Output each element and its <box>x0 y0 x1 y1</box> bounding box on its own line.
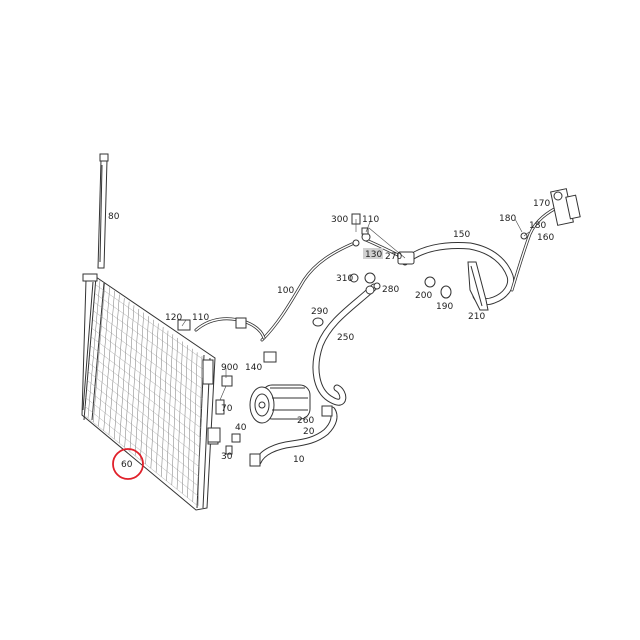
condenser-fins <box>83 279 205 507</box>
condenser-fin-line <box>145 319 154 465</box>
label-110-left: 110 <box>192 313 209 323</box>
condenser-fin-line <box>92 319 203 400</box>
label-150: 150 <box>453 230 470 240</box>
label-900: 900 <box>221 363 238 373</box>
label-290: 290 <box>311 307 328 317</box>
label-260: 260 <box>297 416 314 426</box>
label-190: 190 <box>436 302 453 312</box>
cover-210 <box>467 261 489 311</box>
label-10: 10 <box>293 455 305 465</box>
condenser-part <box>81 273 219 511</box>
pipe-100 <box>260 238 406 342</box>
label-80: 80 <box>108 212 120 222</box>
condenser-fin-line <box>88 362 201 448</box>
label-200: 200 <box>415 291 432 301</box>
condenser-fin-line <box>124 305 135 448</box>
hose-10 <box>249 405 338 467</box>
condenser-fin-line <box>87 371 201 458</box>
condenser-fin-line <box>176 341 183 490</box>
condenser-fin-line <box>150 323 159 469</box>
valves-and-switches <box>207 375 241 455</box>
label-100: 100 <box>277 286 294 296</box>
condenser-fin-line <box>182 345 188 494</box>
label-60-highlighted: 60 <box>121 460 133 470</box>
condenser-fin-line <box>171 337 178 486</box>
condenser-fin-line <box>197 355 203 507</box>
condenser-fin-line <box>95 284 205 361</box>
condenser-fin-line <box>187 348 193 498</box>
condenser-fin-line <box>119 301 130 444</box>
label-40: 40 <box>235 423 247 433</box>
label-300: 300 <box>331 215 348 225</box>
label-20: 20 <box>303 427 315 437</box>
label-170: 170 <box>533 199 550 209</box>
condenser-fin-line <box>192 352 198 502</box>
label-210: 210 <box>468 312 485 322</box>
condenser-fin-line <box>155 327 164 473</box>
compressor-part <box>249 384 311 424</box>
label-110-top: 110 <box>362 215 379 225</box>
condenser-fin-line <box>85 397 199 487</box>
condenser-fin-line <box>166 334 174 481</box>
pipe-120 <box>177 317 266 340</box>
condenser-fin-line <box>87 380 200 468</box>
condenser-fin-line <box>83 414 199 507</box>
label-280: 280 <box>382 285 399 295</box>
condenser-fin-line <box>113 298 125 439</box>
label-180-a: 180 <box>499 214 516 224</box>
condenser-fin-line <box>108 294 120 435</box>
condenser-fin-line <box>91 328 203 409</box>
condenser-fin-line <box>86 388 200 477</box>
condenser-fin-line <box>161 330 169 477</box>
label-120: 120 <box>165 313 182 323</box>
fitting-270 <box>361 232 415 295</box>
label-70: 70 <box>221 404 233 414</box>
dryer-cartridge-part <box>97 153 109 269</box>
condenser-fin-line <box>103 290 115 431</box>
condenser-fin-line <box>140 316 149 460</box>
label-30: 30 <box>221 452 233 462</box>
condenser-fin-line <box>87 279 101 419</box>
highlight-circle <box>112 448 144 480</box>
condenser-fin-line <box>90 345 202 429</box>
condenser-fin-line <box>92 283 106 423</box>
label-270: 270 <box>385 252 402 262</box>
condenser-fin-line <box>94 302 204 380</box>
label-310: 310 <box>336 274 353 284</box>
condenser-fin-line <box>91 336 202 419</box>
condenser-fin-line <box>89 354 201 439</box>
label-180-b: 180 <box>529 221 546 231</box>
label-250: 250 <box>337 333 354 343</box>
label-130-highlight <box>363 248 383 259</box>
condenser-fin-line <box>93 310 203 390</box>
condenser-fin-line <box>84 406 199 497</box>
label-130: 130 <box>365 250 382 260</box>
pipe-160 <box>510 188 581 292</box>
hose-250 <box>312 283 378 406</box>
label-140: 140 <box>245 363 262 373</box>
leader-lines <box>181 218 530 401</box>
condenser-fin-line <box>95 293 204 370</box>
condenser-fin-line <box>98 287 110 427</box>
label-160: 160 <box>537 233 554 243</box>
